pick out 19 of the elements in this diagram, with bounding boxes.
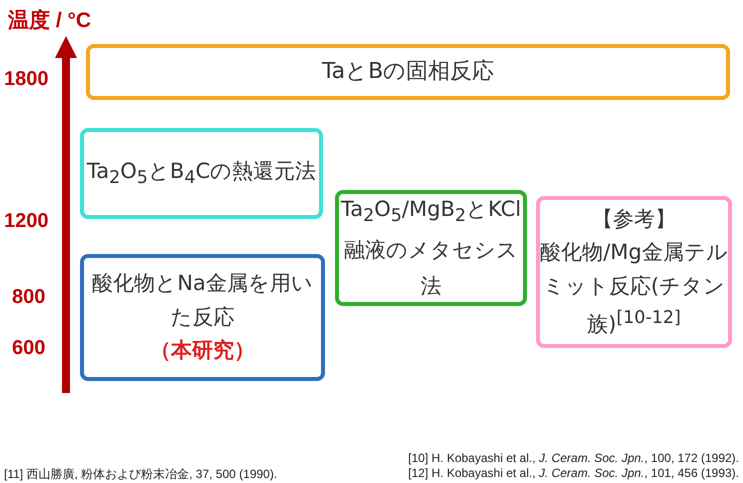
method-text: Ta$_{2}$O$_{5}$とB$_{4}$Cの熱還元法 — [86, 158, 316, 190]
reference-text: [11] 西山勝廣, 粉体および粉末冶金, 37, 500 (1990). — [4, 466, 278, 483]
method-text: 酸化物とNa金属を用いた反応 — [91, 270, 314, 331]
axis-title: 温度 / °C — [8, 8, 92, 34]
reference-text: [10] H. Kobayashi et al., J. Ceram. Soc. Jpn., 100, 172 (1992). — [408, 451, 739, 465]
reaction-box — [80, 254, 325, 381]
tick-label: 1200 — [4, 210, 48, 233]
reaction-box — [80, 128, 323, 219]
highlight-note: （本研究） — [150, 337, 255, 364]
method-text: TaとBの固相反応 — [322, 58, 494, 86]
reference-text: [12] H. Kobayashi et al., J. Ceram. Soc. Jpn., 101, 456 (1993). — [408, 466, 739, 480]
reference-box — [536, 196, 732, 348]
reaction-box — [86, 44, 730, 100]
tick-label: 1800 — [4, 68, 48, 91]
method-text: 酸化物/Mg金属テルミット反応(チタン族)$^{[10-12]}$ — [540, 239, 728, 338]
tick-label: 600 — [12, 337, 46, 360]
method-text: Ta$_{2}$O$_{5}$/MgB$_{2}$とKCl融液のメタセシス法 — [340, 196, 522, 300]
heading-text: 【参考】 — [592, 206, 676, 233]
tick-label: 800 — [12, 286, 46, 309]
